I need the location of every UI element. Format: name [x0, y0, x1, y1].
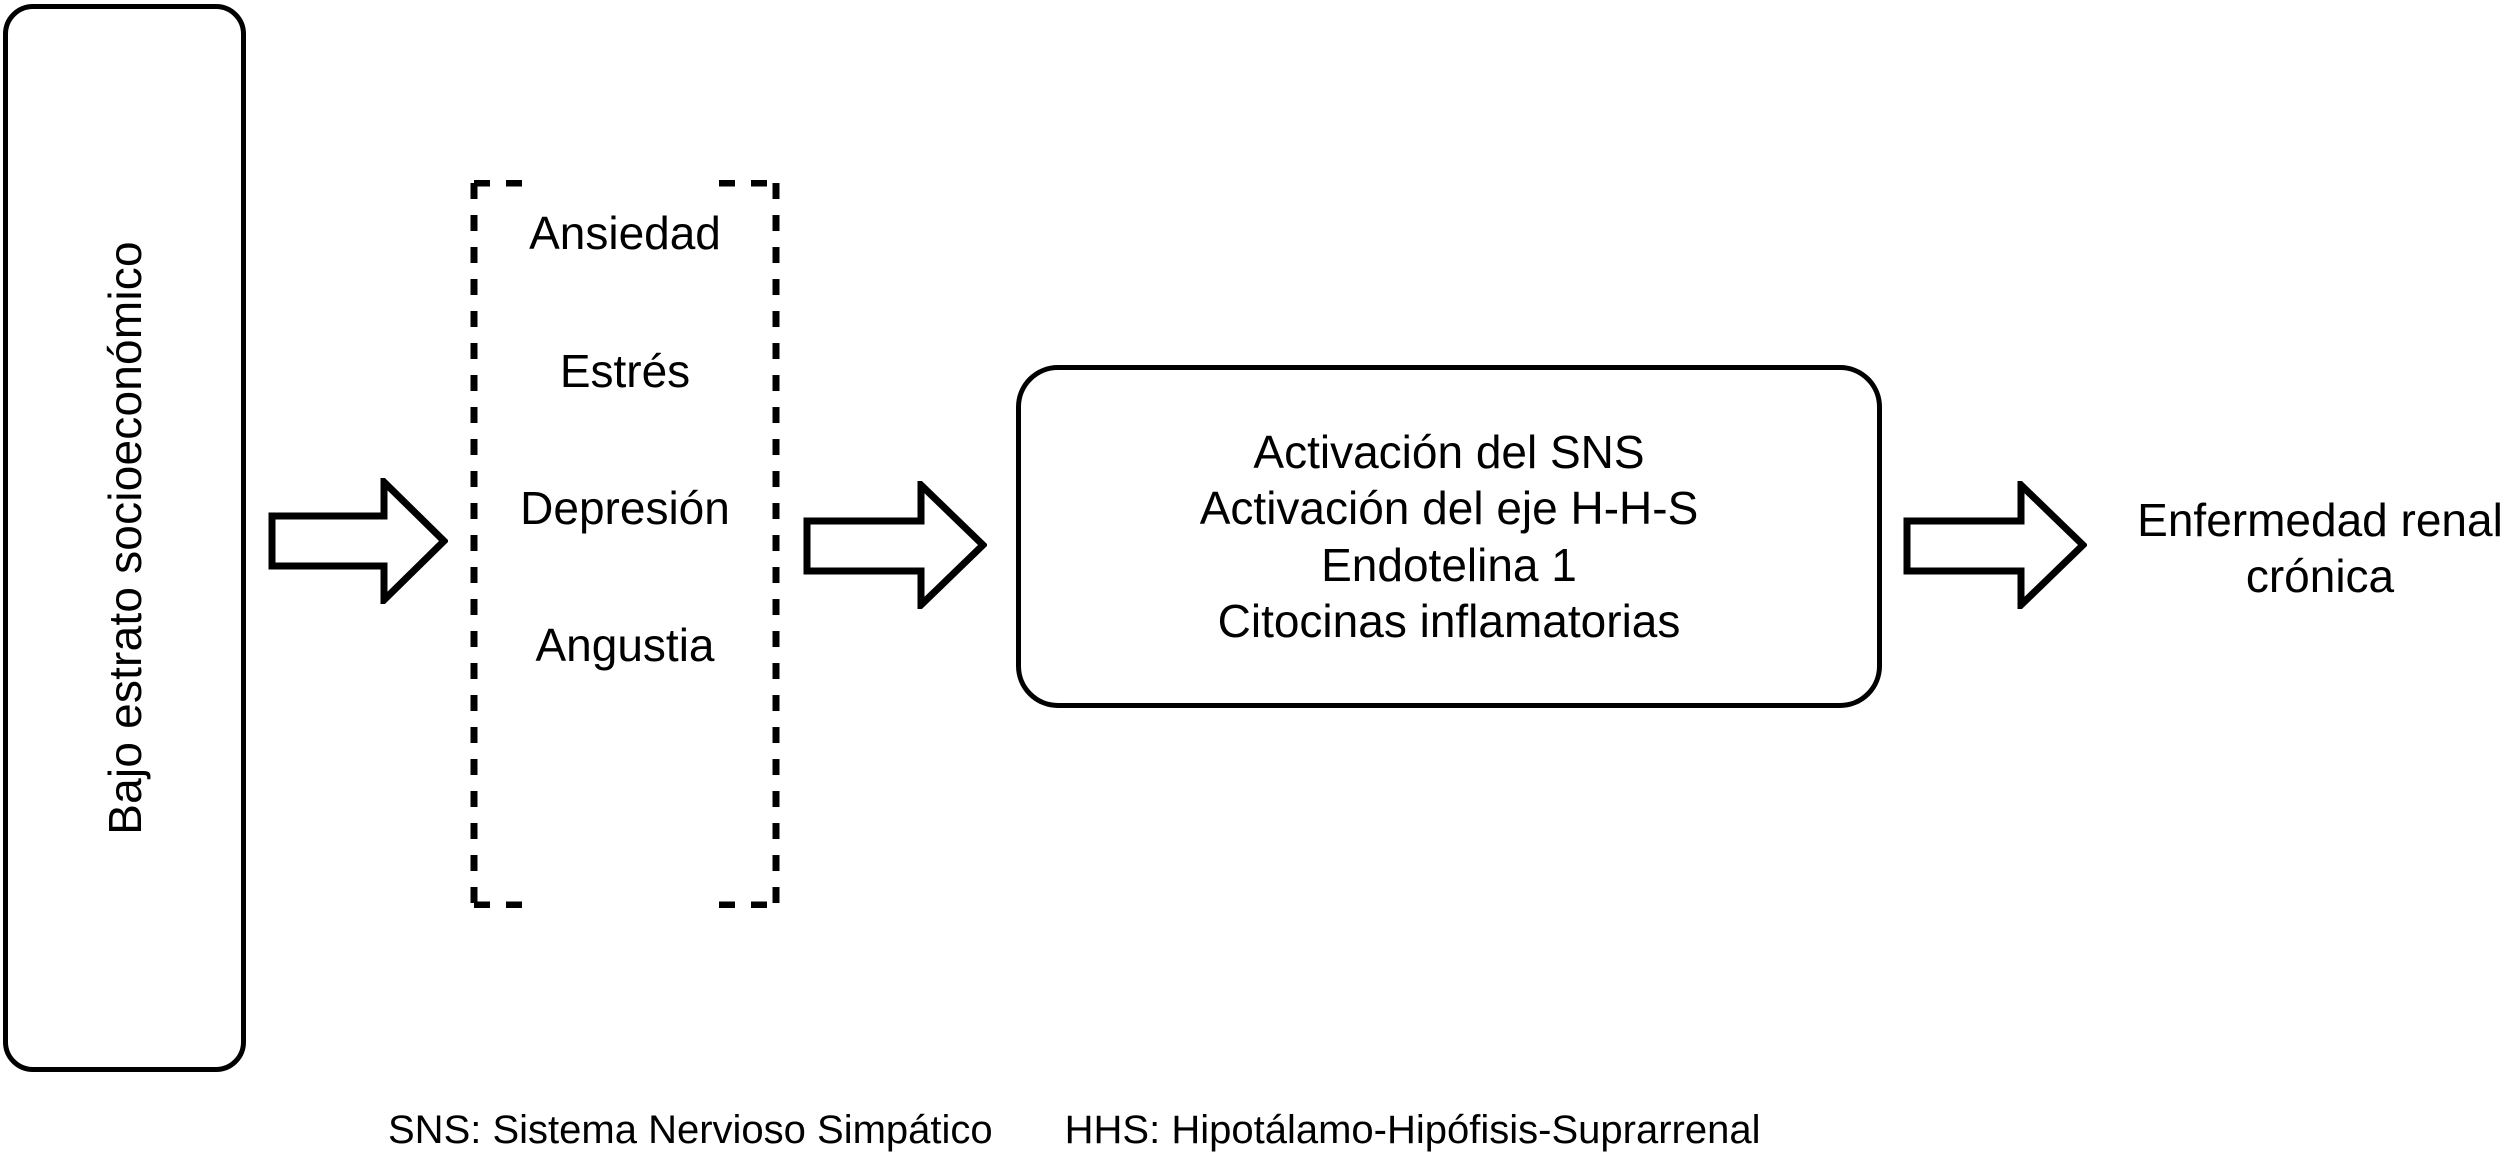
outcome-label: Enfermedad renal crónica	[2110, 492, 2500, 604]
mediator-item-ansiedad: Ansiedad	[529, 207, 721, 259]
mediators-box-outline	[469, 180, 781, 908]
outcome-line-2: crónica	[2245, 550, 2395, 603]
source-box-label: Bajo estrato socioeconómico	[98, 241, 151, 835]
arrow-mediators-to-mechanisms	[803, 481, 987, 609]
arrow-source-to-mediators	[268, 478, 448, 604]
mechanism-line-citocinas: Citocinas inflamatorias	[1217, 594, 1681, 647]
mechanisms-box: Activación del SNS Activación del eje H-…	[1016, 365, 1882, 708]
legend-hhs: HHS: Hipotálamo-Hipófisis-Suprarrenal	[1064, 1108, 1761, 1152]
source-box: Bajo estrato socioeconómico	[3, 4, 246, 1072]
legend-sns: SNS: Sistema Nervioso Simpático	[388, 1108, 993, 1152]
mechanism-line-endotelina: Endotelina 1	[1321, 538, 1577, 591]
mediator-item-depresion: Depresión	[520, 482, 730, 534]
mechanism-line-sns: Activación del SNS	[1253, 426, 1645, 479]
mediator-item-angustia: Angustia	[535, 619, 715, 671]
mediator-item-estres: Estrés	[559, 345, 691, 397]
legend: SNS: Sistema Nervioso Simpático HHS: Hipo…	[388, 1110, 1888, 1150]
mechanism-line-hhs: Activación del eje H-H-S	[1199, 482, 1699, 535]
mediators-list: Ansiedad Estrés Depresión Angustia	[469, 180, 781, 908]
arrow-mechanisms-to-outcome	[1903, 481, 2087, 609]
outcome-line-1: Enfermedad renal	[2137, 494, 2500, 546]
